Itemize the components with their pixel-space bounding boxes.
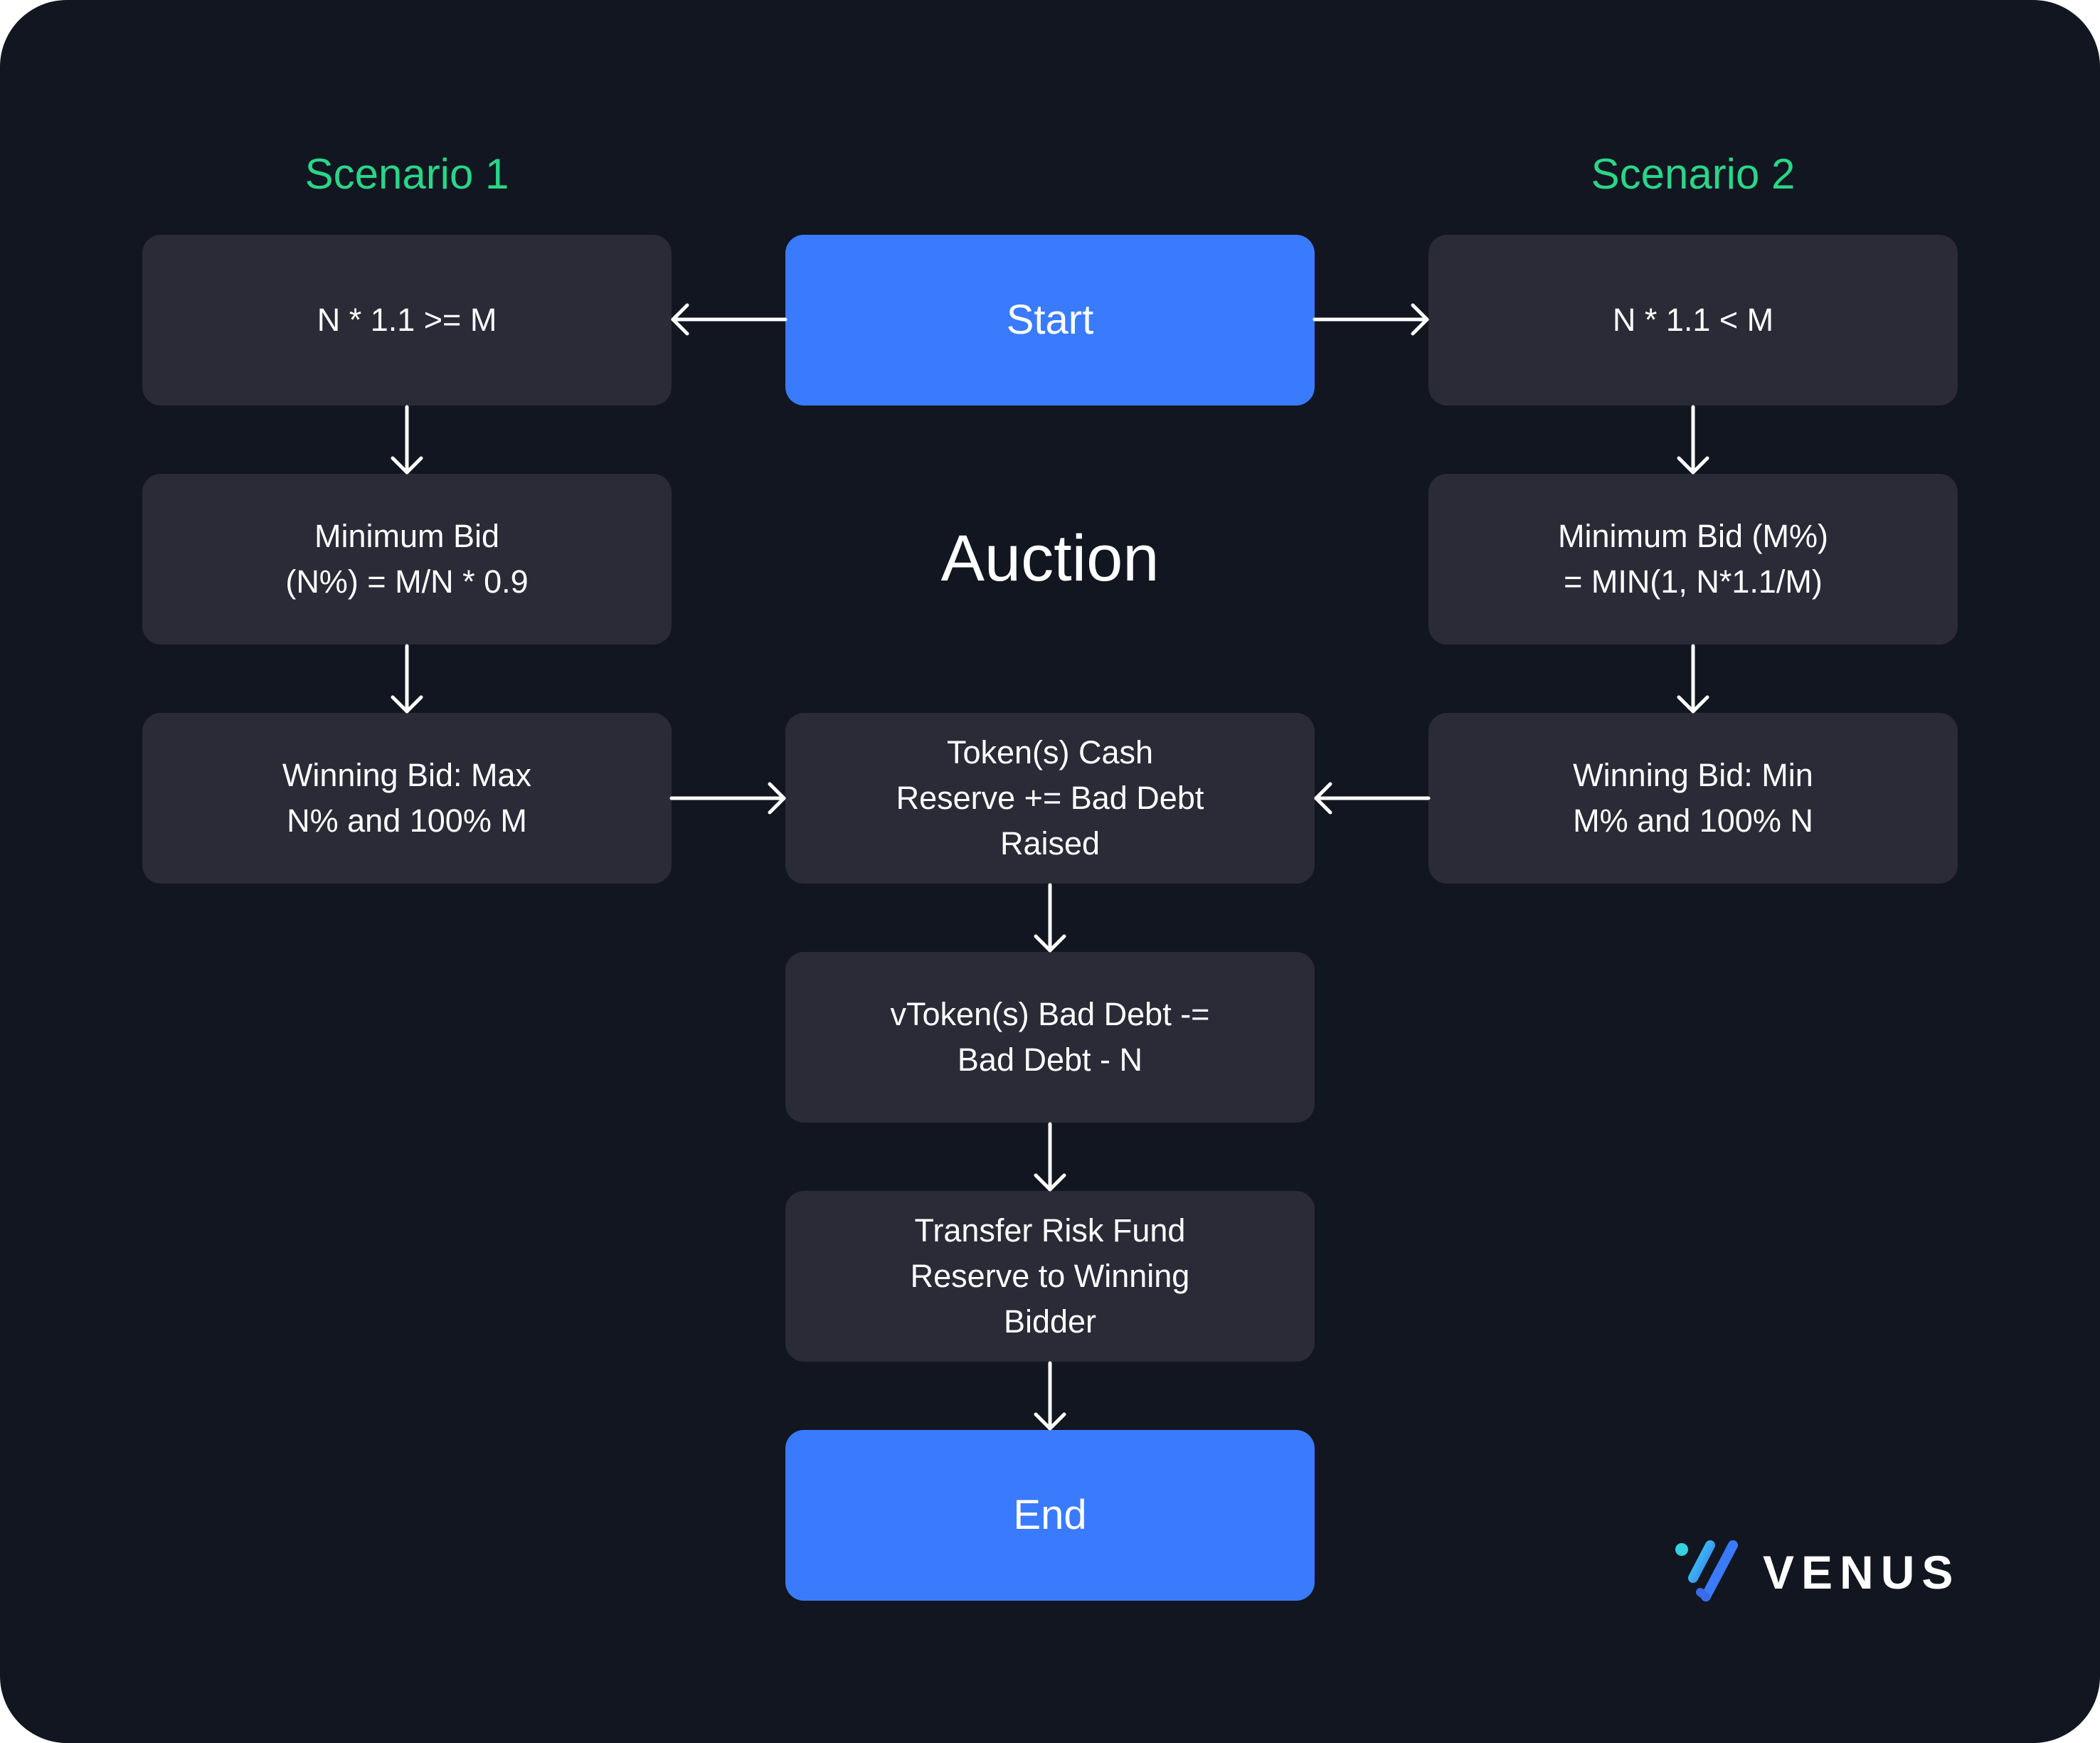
arrow-start-to-scenario-2 (1312, 303, 1429, 336)
scenario-1-min-bid-box: Minimum Bid (N%) = M/N * 0.9 (142, 474, 672, 645)
venus-logo-icon (1675, 1540, 1738, 1601)
scenario-1-winning-bid-label: Winning Bid: Max N% and 100% M (282, 757, 532, 839)
arrow-token-cash-to-vtoken (1034, 883, 1066, 953)
scenario-1-winning-bid-box: Winning Bid: Max N% and 100% M (142, 713, 672, 884)
scenario-2-condition-box: N * 1.1 < M (1428, 235, 1958, 406)
start-box: Start (785, 235, 1315, 406)
end-label: End (1013, 1492, 1087, 1538)
end-box: End (785, 1430, 1315, 1601)
arrow-scenario-2-winning-to-token-cash (1314, 782, 1431, 815)
vtoken-bad-debt-box: vToken(s) Bad Debt -= Bad Debt - N (785, 952, 1315, 1123)
vtoken-bad-debt-label: vToken(s) Bad Debt -= Bad Debt - N (890, 996, 1210, 1078)
arrow-scenario-1-condition-to-min-bid (391, 405, 423, 475)
start-label: Start (1006, 297, 1094, 343)
scenario-1-condition-label: N * 1.1 >= M (317, 302, 497, 338)
transfer-risk-fund-box: Transfer Risk Fund Reserve to Winning Bi… (785, 1191, 1315, 1362)
scenario-2-condition-label: N * 1.1 < M (1612, 302, 1774, 338)
transfer-risk-fund-label: Transfer Risk Fund Reserve to Winning Bi… (910, 1212, 1190, 1340)
scenario-2-min-bid-box: Minimum Bid (M%) = MIN(1, N*1.1/M) (1428, 474, 1958, 645)
scenario-2-title: Scenario 2 (1591, 150, 1796, 198)
arrow-scenario-1-min-bid-to-winning-bid (391, 644, 423, 714)
scenario-2-min-bid-label: Minimum Bid (M%) = MIN(1, N*1.1/M) (1557, 518, 1829, 600)
arrow-scenario-2-min-bid-to-winning-bid (1677, 644, 1709, 714)
scenario-1-min-bid-label: Minimum Bid (N%) = M/N * 0.9 (285, 518, 529, 600)
arrow-transfer-to-end (1034, 1361, 1066, 1431)
token-cash-box: Token(s) Cash Reserve += Bad Debt Raised (785, 713, 1315, 884)
arrow-start-to-scenario-1 (671, 303, 788, 336)
arrow-scenario-1-winning-to-token-cash (669, 782, 786, 815)
arrow-scenario-2-condition-to-min-bid (1677, 405, 1709, 475)
auction-title: Auction (940, 522, 1160, 595)
venus-logo: VENUS (1672, 1537, 1971, 1608)
scenario-2-winning-bid-label: Winning Bid: Min M% and 100% N (1573, 757, 1813, 839)
arrow-vtoken-to-transfer (1034, 1122, 1066, 1192)
token-cash-label: Token(s) Cash Reserve += Bad Debt Raised (896, 734, 1204, 862)
scenario-1-condition-box: N * 1.1 >= M (142, 235, 672, 406)
scenario-1-title: Scenario 1 (304, 150, 509, 198)
venus-logo-text: VENUS (1763, 1546, 1961, 1599)
scenario-2-winning-bid-box: Winning Bid: Min M% and 100% N (1428, 713, 1958, 884)
